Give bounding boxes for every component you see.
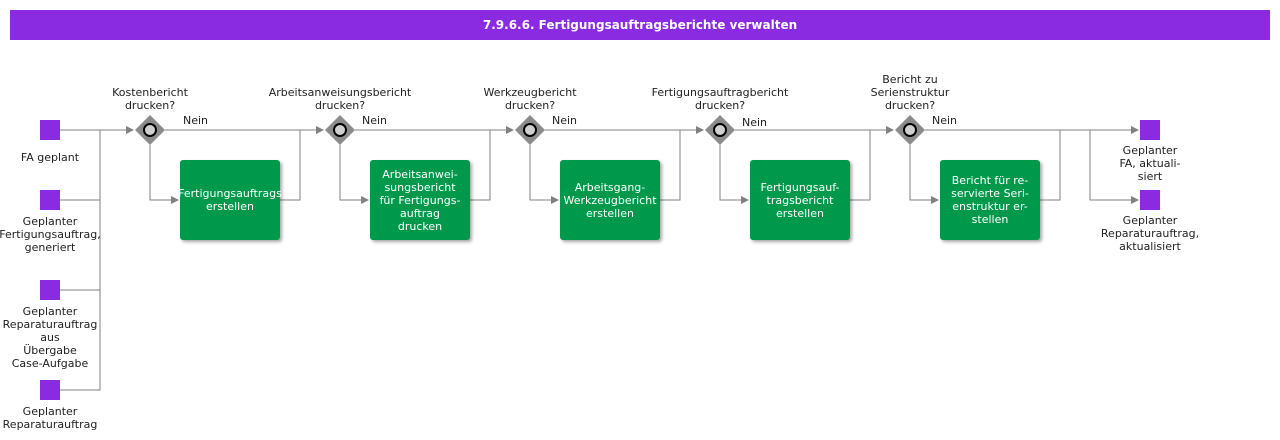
gateway-no-label: Nein xyxy=(742,116,768,129)
connector-gw3-yes xyxy=(529,145,559,204)
start-event-label: Geplanter Reparaturauftrag xyxy=(2,405,98,431)
connector-gw4-yes xyxy=(719,145,749,204)
start-event-fertigungsauftrag xyxy=(40,190,60,210)
gateway-question: Werkzeugbericht drucken? xyxy=(483,86,577,112)
start-event-label: Geplanter Reparaturauftrag aus Übergabe … xyxy=(2,305,98,370)
start-event-label: Geplanter Fertigungsauftrag, generiert xyxy=(0,215,101,254)
gateway-diamond-1 xyxy=(135,115,165,145)
start-event-reparaturauftrag xyxy=(40,380,60,400)
connector-gw1-yes xyxy=(149,145,179,204)
gateway-question: Fertigungsauftragbericht drucken? xyxy=(651,86,789,112)
connector-task5-out xyxy=(1040,130,1061,201)
gateway-no-label: Nein xyxy=(183,114,209,127)
task-fertigungsauftrags-erstellen[interactable]: Fertigungsauftrags erstellen xyxy=(178,160,282,240)
end-event-label: Geplanter FA, aktuali- siert xyxy=(1119,144,1181,183)
connector-task4-out xyxy=(850,130,871,201)
connector-task1-out xyxy=(280,130,301,201)
connector-gw5-yes xyxy=(909,145,939,204)
diagram-title: 7.9.6.6. Fertigungsauftragsberichte verw… xyxy=(10,10,1270,40)
connector-task3-out xyxy=(660,130,681,201)
task-werkzeugbericht-erstellen[interactable]: Arbeitsgang- Werkzeugbericht erstellen xyxy=(560,160,660,240)
connector-input-2 xyxy=(60,130,101,201)
connector-input-4 xyxy=(60,290,101,391)
task-serienstruktur-bericht-erstellen[interactable]: Bericht für re- servierte Seri- enstrukt… xyxy=(940,160,1040,240)
gateway-question: Arbeitsanweisungsbericht drucken? xyxy=(268,86,412,112)
gateway-no-label: Nein xyxy=(552,114,578,127)
start-event-fa-geplant xyxy=(40,120,60,140)
end-event-reparaturauftrag-aktualisiert xyxy=(1140,190,1160,210)
gateway-no-label: Nein xyxy=(932,114,958,127)
gateway-diamond-2 xyxy=(325,115,355,145)
start-event-reparaturauftrag-uebergabe xyxy=(40,280,60,300)
task-arbeitsanweisungsbericht-drucken[interactable]: Arbeitsanwei- sungsbericht für Fertigung… xyxy=(370,160,470,240)
end-event-fa-aktualisiert xyxy=(1140,120,1160,140)
connector-output-2 xyxy=(1089,130,1139,204)
gateway-question: Bericht zu Serienstruktur drucken? xyxy=(870,73,950,112)
gateway-no-label: Nein xyxy=(362,114,388,127)
connector-task2-out xyxy=(470,130,491,201)
connector-gw2-yes xyxy=(339,145,369,204)
gateway-diamond-5 xyxy=(895,115,925,145)
start-event-label: FA geplant xyxy=(20,151,80,164)
task-fertigungsauftragsbericht-erstellen[interactable]: Fertigungsauf- tragsbericht erstellen xyxy=(750,160,850,240)
gateway-diamond-4 xyxy=(705,115,735,145)
gateway-question: Kostenbericht drucken? xyxy=(112,86,188,112)
end-event-label: Geplanter Reparaturauftrag, aktualisiert xyxy=(1100,214,1200,253)
gateway-diamond-3 xyxy=(515,115,545,145)
